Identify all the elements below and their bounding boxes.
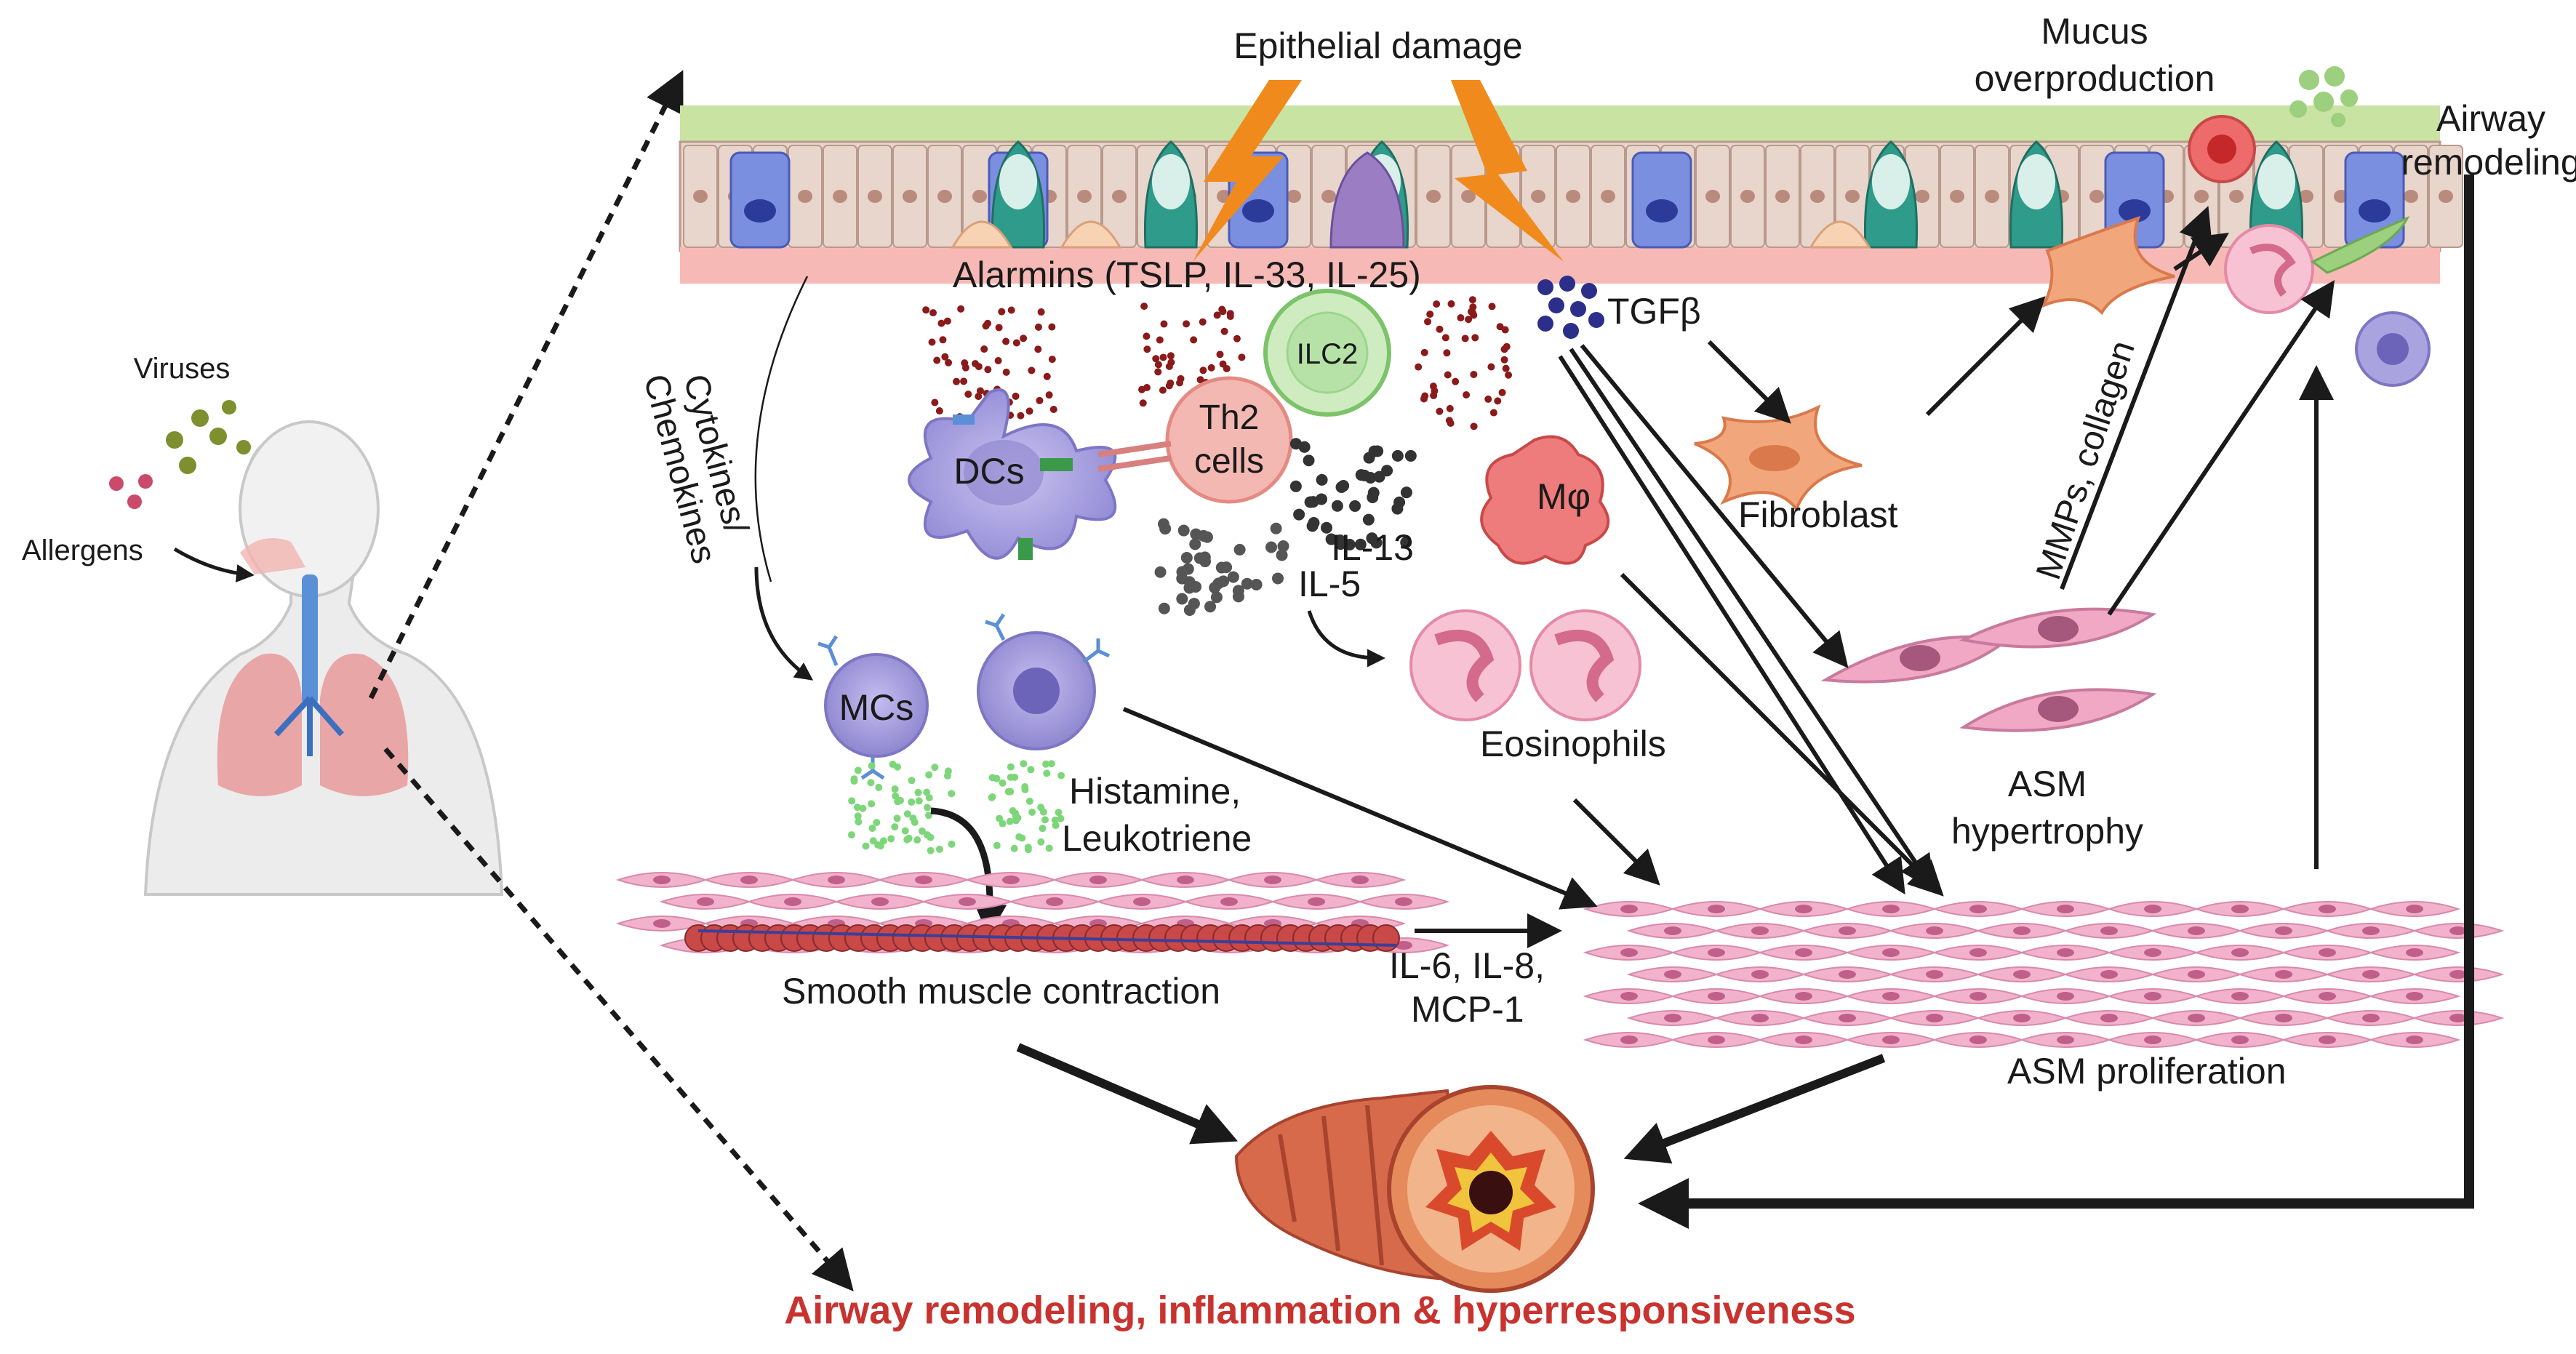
il13-il5-dots [1154, 438, 1417, 617]
mucus-label-2: overproduction [1975, 58, 2215, 99]
ilc2-label: ILC2 [1297, 338, 1359, 370]
histamine-label: Histamine, [1069, 771, 1241, 812]
arrow-activated-eosinophil [2173, 233, 2229, 271]
airway-remodeling-top-label-2: remodeling [2401, 142, 2576, 183]
eosinophil-small [2224, 224, 2314, 314]
arrow-mast-asm [1122, 707, 1598, 910]
asm-proliferation-label: ASM proliferation [2007, 1051, 2287, 1091]
mast-cell-2 [977, 613, 1111, 750]
il13-label: IL-13 [1331, 527, 1414, 568]
immune-cell-right [2355, 311, 2431, 387]
th2-cell [1165, 376, 1293, 504]
tgfb-cluster [1537, 276, 1604, 339]
histamine-dots [847, 760, 1065, 854]
ilc2-cell [1263, 289, 1391, 417]
tgfb-label: TGFβ [1607, 291, 1701, 332]
zoom-arrow-top [368, 70, 684, 700]
th2-label-2: cells [1194, 442, 1264, 481]
bottom-title: Airway remodeling, inflammation & hyperr… [784, 1289, 1855, 1332]
airway-tube [1234, 1085, 1595, 1293]
human-figure [143, 420, 504, 896]
fibroblast-green [2311, 216, 2410, 274]
epithelium-layer [679, 105, 2463, 284]
mcs-label: MCs [839, 687, 914, 728]
smooth-muscle-label: Smooth muscle contraction [782, 971, 1220, 1012]
viruses-label: Viruses [134, 353, 231, 385]
il5-label: IL-5 [1298, 564, 1361, 604]
allergen-particles [109, 474, 153, 509]
alarmin-dots [922, 296, 1513, 430]
dcs-label: DCs [953, 451, 1024, 492]
allergens-label: Allergens [22, 534, 143, 566]
arrow-macrophage-asm [1620, 572, 1944, 897]
virus-particles [166, 400, 251, 474]
allergen-inhale-arrow [173, 547, 255, 582]
dc-cell [908, 388, 1117, 560]
arrow-remodel-airway [1638, 175, 2474, 1229]
fibroblast-cell [1694, 404, 1863, 513]
dc-th2-synapse [1097, 441, 1172, 472]
asm-hypertrophy-label-2: hypertrophy [1951, 811, 2143, 852]
zoom-arrow-bottom [383, 747, 854, 1291]
eosinophil-cell [1409, 609, 1521, 721]
macrophage-cell [1480, 435, 1610, 565]
epithelial-damage-label: Epithelial damage [1233, 25, 1523, 66]
arrow-tgfb-asm-hypertrophy [1580, 344, 1849, 668]
mucus-droplets [2289, 66, 2358, 127]
macrophage-label: Mφ [1537, 476, 1591, 517]
mast-cell [817, 635, 929, 780]
mucus-macrophage [2188, 115, 2256, 183]
eosinophil-cell-2 [1529, 609, 1641, 721]
arrow-hypertrophy-remodel [2107, 280, 2335, 616]
cytokine-thin-line [754, 276, 809, 582]
airway-remodeling-top-label: Airway [2436, 98, 2545, 139]
smooth-muscle-contraction-sheet [615, 872, 1450, 953]
histamine-label-2: Leukotriene [1062, 818, 1252, 859]
cytokine-arrow [754, 566, 814, 681]
asm-hypertrophy-label: ASM [2008, 764, 2087, 804]
alarmins-label: Alarmins (TSLP, IL-33, IL-25) [953, 255, 1421, 295]
eosinophils-label: Eosinophils [1480, 724, 1666, 764]
arrow-contraction-airway [1016, 1043, 1239, 1145]
th2-label: Th2 [1199, 398, 1260, 437]
il6-label-2: MCP-1 [1411, 989, 1524, 1030]
arrow-mmps [2060, 206, 2212, 590]
lightning-icon [1451, 80, 1564, 262]
fibroblast-label: Fibroblast [1738, 494, 1898, 535]
mmps-label: MMPs, collagen [2029, 336, 2143, 584]
asm-hypertrophy-cells [1820, 607, 2157, 732]
arrow-eosinophil-asm [1572, 798, 1660, 886]
arrow-tgfb-asm-prolif-1 [1569, 348, 1935, 891]
asm-proliferation-sheet [1583, 901, 2505, 1048]
lightning-icon [1193, 80, 1302, 262]
pathway-arrows [1016, 175, 2474, 1229]
il6-label: IL-6, IL-8, [1389, 945, 1545, 986]
il5-arrow [1307, 610, 1385, 668]
arrow-fibroblast-activated [1925, 296, 2046, 417]
mucus-label: Mucus [2041, 11, 2148, 52]
arrow-tgfb-fibroblast [1707, 340, 1791, 424]
arrow-prolif-airway [1623, 1054, 1886, 1163]
